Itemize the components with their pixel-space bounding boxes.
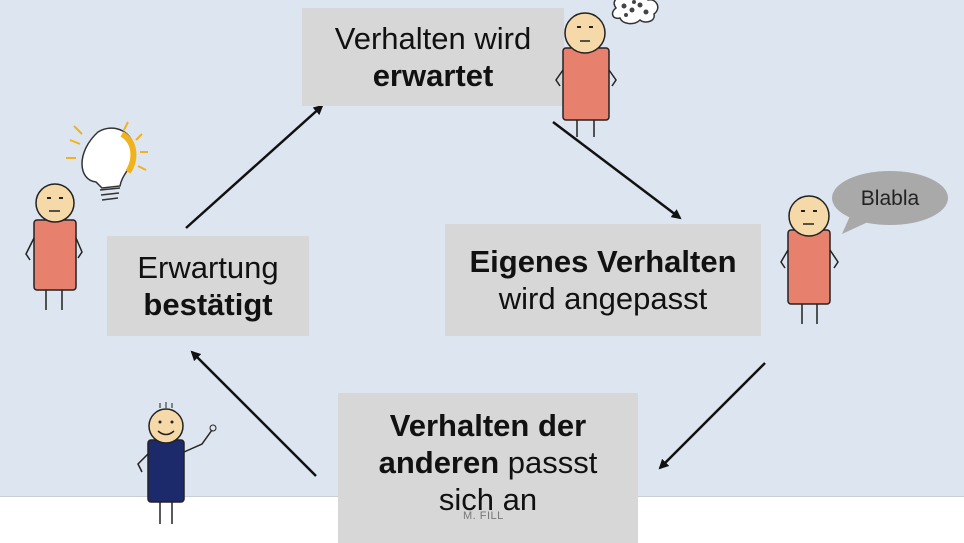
- figure-speaking: Blabla: [780, 171, 948, 324]
- node-own-behavior-adapted: Eigenes Verhalten wird angepasst: [445, 224, 761, 336]
- arrow-bottom-to-left: [190, 350, 317, 477]
- node-others-behavior-adapts: Verhalten der anderen passst sich an: [338, 393, 638, 543]
- arrow-top-to-right: [552, 121, 682, 220]
- arrow-left-to-top: [185, 104, 324, 229]
- lightbulb-icon: [66, 121, 148, 201]
- node-top-line1: Verhalten wird: [334, 20, 532, 56]
- thought-cloud-icon: [611, 0, 659, 25]
- node-top-line2: erwartet: [372, 58, 494, 93]
- node-expectation-confirmed: Erwartung bestätigt: [107, 236, 309, 336]
- speech-bubble-icon: Blabla: [832, 171, 948, 234]
- node-behavior-expected: Verhalten wird erwartet: [302, 8, 564, 106]
- node-left-line1: Erwartung: [137, 249, 279, 285]
- node-left-line2: bestätigt: [143, 287, 273, 322]
- node-bottom-line1: Verhalten der: [389, 408, 587, 443]
- figure-waving: [137, 402, 217, 524]
- footer-author: M. FILL: [463, 510, 504, 522]
- arrow-right-to-bottom: [658, 362, 766, 470]
- node-right-line1: Eigenes Verhalten: [469, 243, 737, 279]
- figure-thinking: [555, 0, 659, 137]
- node-bottom-line2-bold: anderen: [378, 445, 500, 481]
- node-bottom-line2-rest: passst: [499, 445, 598, 481]
- node-right-line2: wird angepasst: [498, 281, 708, 316]
- speech-bubble-text: Blabla: [861, 187, 920, 210]
- figure-with-idea: [25, 121, 148, 310]
- node-bottom-line3: sich an: [438, 482, 538, 518]
